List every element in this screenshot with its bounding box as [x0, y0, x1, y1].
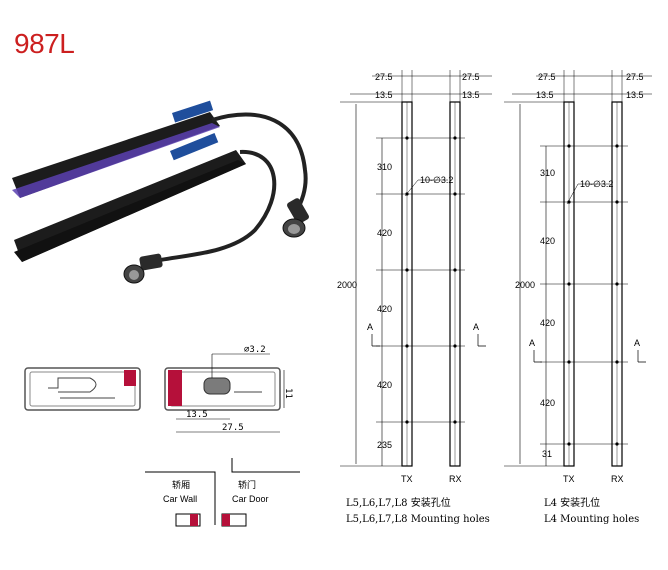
left-seg-2: 420	[377, 228, 392, 238]
right-caption-cn: L4 安装孔位	[544, 496, 600, 509]
connector-left	[123, 253, 163, 284]
right-tx-label: TX	[563, 474, 575, 484]
left-seg-4: 420	[377, 380, 392, 390]
right-top-dim-a-right: 27.5	[626, 72, 644, 82]
right-top-dim-b-right: 13.5	[626, 90, 644, 100]
car-door-cn: 轿门	[238, 479, 256, 490]
right-rx-label: RX	[611, 474, 624, 484]
right-top-dim-a: 27.5	[538, 72, 556, 82]
dimension-13-5: 13.5	[186, 410, 208, 420]
connector-right	[282, 198, 309, 238]
right-section-a-2: A	[634, 338, 640, 348]
car-door-en: Car Door	[232, 494, 269, 504]
left-top-dim-b: 13.5	[375, 90, 393, 100]
right-caption-en: L4 Mounting holes	[544, 514, 639, 525]
left-top-dim-a-right: 27.5	[462, 72, 480, 82]
drawing-left	[340, 70, 492, 467]
left-caption-cn: L5,L6,L7,L8 安装孔位	[346, 496, 451, 509]
left-top-dim-a: 27.5	[375, 72, 393, 82]
right-seg-4: 420	[540, 398, 555, 408]
left-holes-note: 10-∅3.2	[420, 175, 453, 185]
left-caption-en: L5,L6,L7,L8 Mounting holes	[346, 514, 490, 525]
right-total-length: 2000	[515, 280, 535, 290]
car-wall-en: Car Wall	[163, 494, 197, 504]
mount-illustration	[145, 458, 300, 527]
right-holes-note: 10-∅3.2	[580, 179, 613, 189]
left-seg-3: 420	[377, 304, 392, 314]
right-seg-5: 31	[542, 449, 552, 459]
left-section-a-2: A	[473, 322, 479, 332]
bar-label-front	[170, 133, 219, 161]
cross-section-left	[24, 367, 141, 411]
product-photo	[12, 100, 309, 284]
model-title: 987L	[14, 28, 75, 59]
left-section-a-1: A	[367, 322, 373, 332]
left-top-dim-b-right: 13.5	[462, 90, 480, 100]
height-dimension: 11	[283, 388, 293, 399]
bar-label-back	[172, 100, 214, 123]
right-seg-2: 420	[540, 236, 555, 246]
car-wall-cn: 轿厢	[172, 479, 190, 490]
left-rx-label: RX	[449, 474, 462, 484]
drawing-right	[504, 70, 652, 467]
right-seg-3: 420	[540, 318, 555, 328]
cable-front	[149, 149, 277, 264]
right-seg-1: 310	[540, 168, 555, 178]
dimension-27-5: 27.5	[222, 423, 244, 433]
left-total-length: 2000	[337, 280, 357, 290]
right-top-dim-b: 13.5	[536, 90, 554, 100]
hole-dimension: ∅3.2	[244, 345, 266, 355]
left-seg-1: 310	[377, 162, 392, 172]
right-section-a-1: A	[529, 338, 535, 348]
left-seg-5: 235	[377, 440, 392, 450]
cable-back	[211, 112, 308, 213]
left-tx-label: TX	[401, 474, 413, 484]
cross-section-right	[164, 353, 285, 433]
